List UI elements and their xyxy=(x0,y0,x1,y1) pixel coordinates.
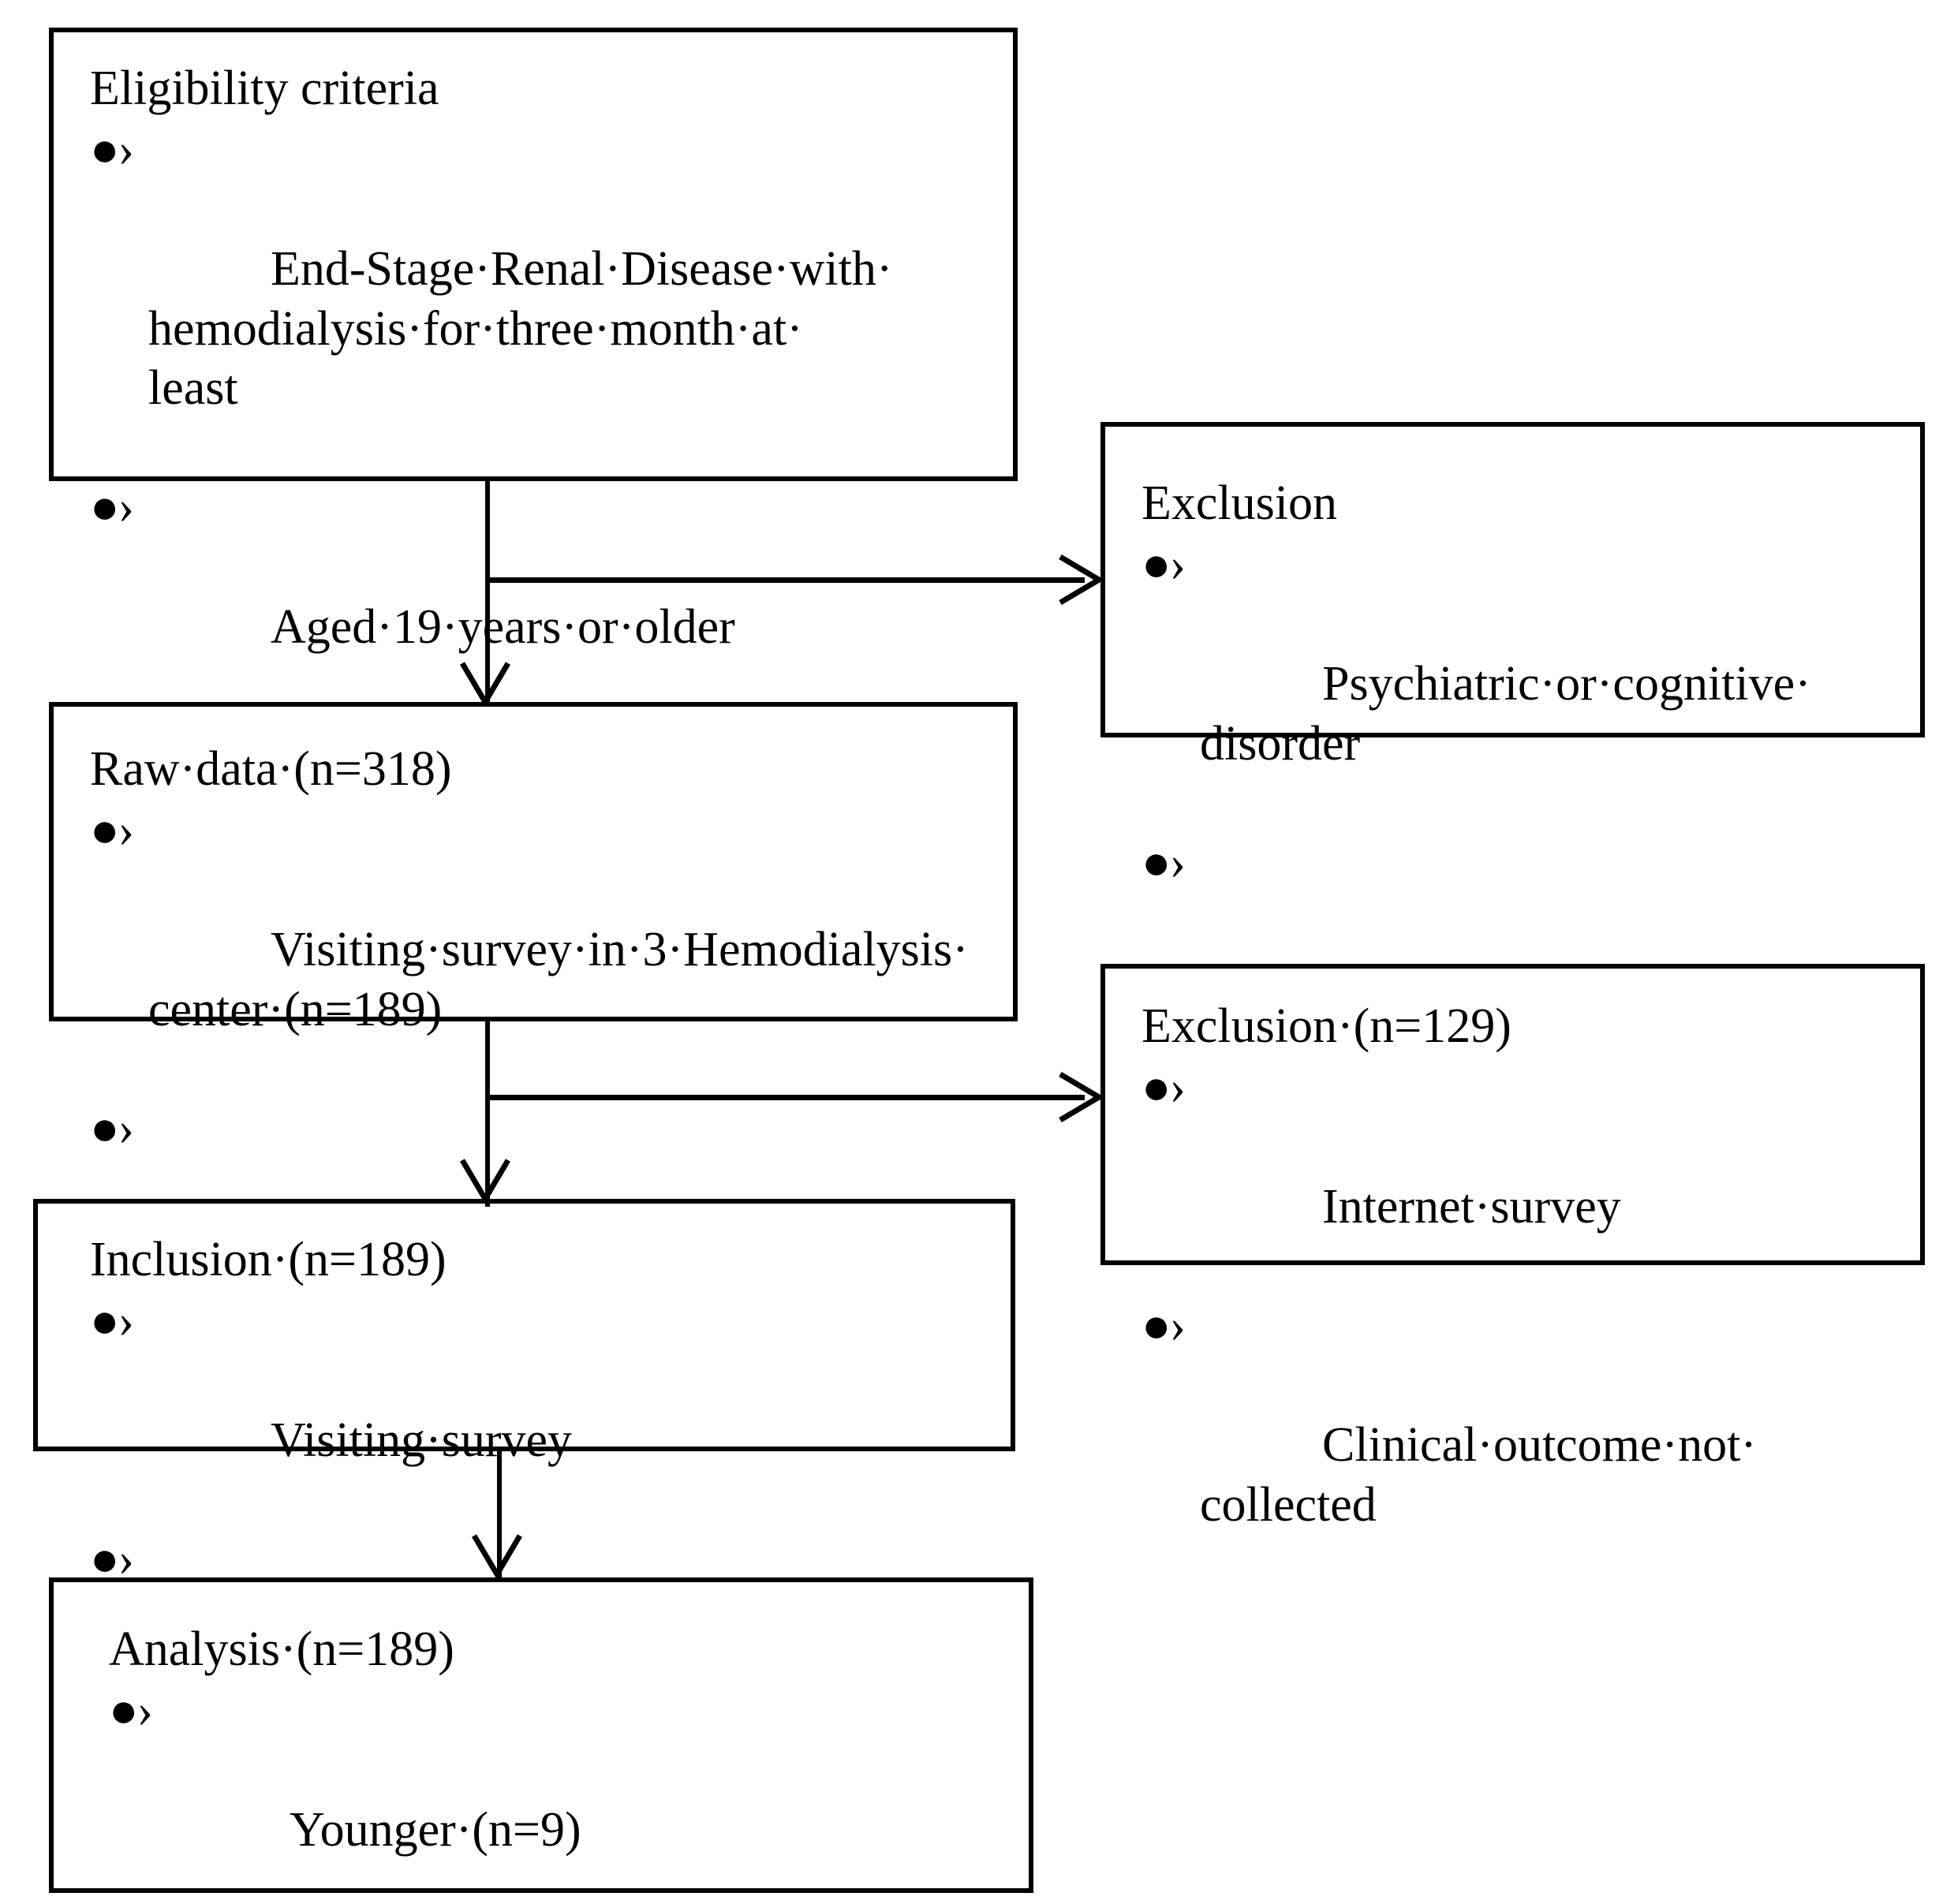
bullet-arrow-icon: ●› xyxy=(1142,835,1186,890)
bullet-arrow-icon: ●› xyxy=(1142,1299,1186,1353)
arrowhead-inclusion-to-analysis xyxy=(472,1533,522,1577)
list-item: ●› Visiting·survey·in·3·Hemodialysis· ce… xyxy=(90,801,992,1099)
bullet-arrow-icon: ●› xyxy=(90,1101,134,1155)
box-eligibility-criteria: Eligibility criteria ●› End-Stage·Renal·… xyxy=(49,28,1018,892)
box-inclusion-title: Inclusion·(n=189) xyxy=(90,1233,447,1286)
arrowhead-raw-data-to-inclusion xyxy=(460,1158,510,1202)
arrowhead-raw-data-to-exclusion-2 xyxy=(1058,1072,1102,1122)
box-exclusion-1: Exclusion ●› Psychiatric·or·cognitive· d… xyxy=(1100,422,1925,1009)
box-eligibility-title: Eligibility criteria xyxy=(90,62,439,115)
list-item: ●› Internet·survey xyxy=(1142,1058,1900,1297)
box-exclusion-2-title: Exclusion·(n=129) xyxy=(1142,999,1511,1053)
list-item: ●› Clinical·outcome·not· collected xyxy=(1142,1297,1900,1595)
box-inclusion: Inclusion·(n=189) ●› Visiting·survey ●› … xyxy=(33,1199,1015,1705)
bullet-arrow-icon: ●› xyxy=(90,803,134,857)
box-exclusion-2-bullets: ●› Internet·survey ●› Clinical·outcome·n… xyxy=(1142,1058,1900,1596)
box-analysis-bullets: ●› Younger·(n=9) ●› Middle·older·(n=68) … xyxy=(109,1682,1008,1904)
list-item-label: Aged·19·years·or·older xyxy=(271,599,735,654)
bullet-arrow-icon: ●› xyxy=(90,122,134,177)
list-item: ●› Aged·19·years·or·older xyxy=(90,478,992,717)
list-item-label: Visiting·survey·in·3·Hemodialysis· cente… xyxy=(148,922,969,1036)
list-item: ●› End-Stage·Renal·Disease·with· hemodia… xyxy=(90,121,992,479)
list-item-label: Clinical·outcome·not· collected xyxy=(1200,1418,1757,1532)
arrowhead-eligibility-to-raw-data xyxy=(460,661,510,705)
box-analysis: Analysis·(n=189) ●› Younger·(n=9) ●› Mid… xyxy=(49,1577,1033,1893)
bullet-arrow-icon: ●› xyxy=(1142,537,1186,592)
connector-raw-data-to-inclusion-line xyxy=(485,1021,490,1207)
list-item-label: Internet·survey xyxy=(1322,1179,1621,1234)
box-exclusion-2: Exclusion·(n=129) ●› Internet·survey ●› … xyxy=(1100,964,1925,1532)
bullet-arrow-icon: ●› xyxy=(90,480,134,535)
bullet-arrow-icon: ●› xyxy=(109,1683,153,1738)
list-item-label: End-Stage·Renal·Disease·with· hemodialys… xyxy=(148,241,893,416)
box-raw-data: Raw·data·(n=318) ●› Visiting·survey·in·3… xyxy=(49,702,1018,1275)
box-analysis-title: Analysis·(n=189) xyxy=(109,1622,454,1676)
list-item: ●› Visiting·survey xyxy=(90,1292,990,1531)
list-item-label: Younger·(n=9) xyxy=(290,1802,581,1857)
arrowhead-eligibility-to-exclusion-1 xyxy=(1058,554,1102,605)
connector-raw-data-to-exclusion-2-line xyxy=(485,1095,1085,1100)
bullet-arrow-icon: ●› xyxy=(90,1533,134,1587)
list-item-label: Psychiatric·or·cognitive· disorder xyxy=(1200,656,1811,771)
list-item: ●› Younger·(n=9) xyxy=(109,1682,1008,1904)
list-item: ●› Psychiatric·or·cognitive· disorder xyxy=(1142,536,1900,834)
list-item-label: Visiting·survey xyxy=(271,1413,573,1467)
box-exclusion-2-content: Exclusion·(n=129) ●› Internet·survey ●› … xyxy=(1105,969,1920,1611)
bullet-arrow-icon: ●› xyxy=(1142,1060,1186,1114)
connector-eligibility-to-raw-data-line xyxy=(485,481,490,706)
box-eligibility-content: Eligibility criteria ●› End-Stage·Renal·… xyxy=(54,32,1013,971)
bullet-arrow-icon: ●› xyxy=(90,1294,134,1348)
connector-eligibility-to-exclusion-1-line xyxy=(485,577,1085,583)
box-analysis-content: Analysis·(n=189) ●› Younger·(n=9) ●› Mid… xyxy=(54,1582,1029,1904)
connector-inclusion-to-analysis-line xyxy=(497,1451,502,1577)
box-raw-data-title: Raw·data·(n=318) xyxy=(90,742,452,796)
box-exclusion-1-title: Exclusion xyxy=(1142,476,1337,530)
